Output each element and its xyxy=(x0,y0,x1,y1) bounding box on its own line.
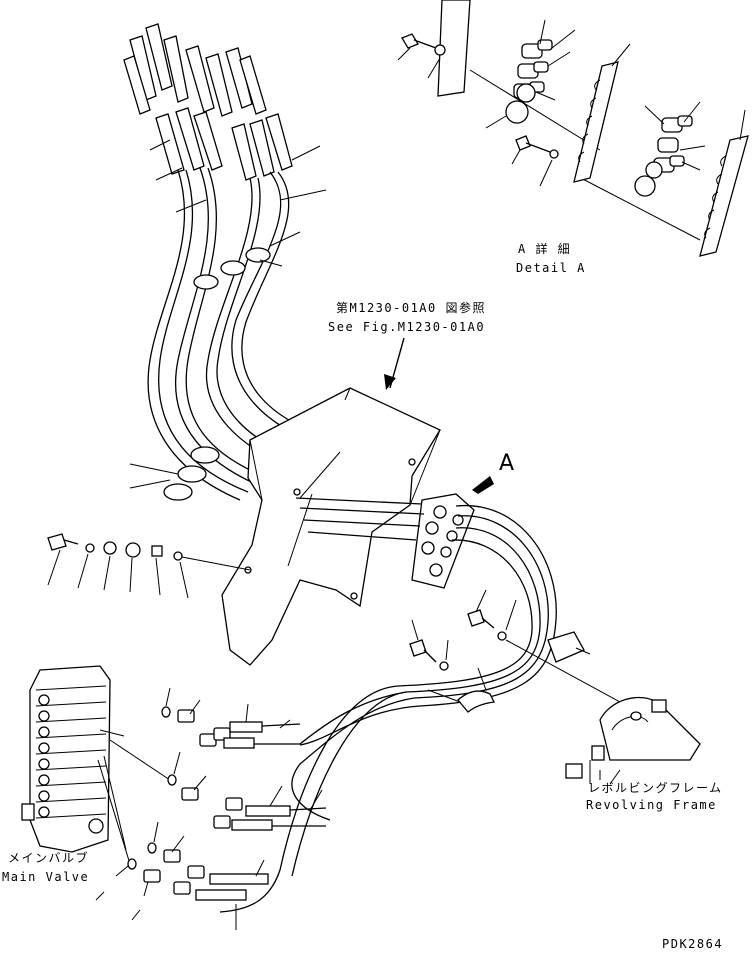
main-valve xyxy=(21,665,171,865)
view-arrow-label: A xyxy=(499,451,514,476)
frame-clamp xyxy=(547,631,591,663)
middle-hose-bundle xyxy=(219,497,557,913)
drawing-number: PDK2864 xyxy=(662,937,723,951)
center-bolts xyxy=(409,589,691,741)
washer-row xyxy=(47,533,251,599)
revolving-frame xyxy=(565,696,701,785)
lower-hose-bundle xyxy=(95,687,327,930)
reference-label-jp: 第M1230-01A0 図参照 xyxy=(336,300,486,315)
detail-a-label-en: Detail A xyxy=(516,261,586,275)
revolving-frame-label-jp: レボルビングフレーム xyxy=(588,781,723,795)
cover-bracket xyxy=(221,337,441,666)
main-valve-label-en: Main Valve xyxy=(2,870,89,884)
detail-a-drawing xyxy=(397,0,749,257)
reference-label-en: See Fig.M1230-01A0 xyxy=(328,320,485,334)
upper-hose-bundle xyxy=(123,23,351,501)
connection-block xyxy=(411,476,494,589)
detail-a-label-jp: A 詳 細 xyxy=(518,241,571,256)
revolving-frame-label-en: Revolving Frame xyxy=(586,798,717,812)
main-valve-label-jp: メインバルブ xyxy=(8,850,89,865)
